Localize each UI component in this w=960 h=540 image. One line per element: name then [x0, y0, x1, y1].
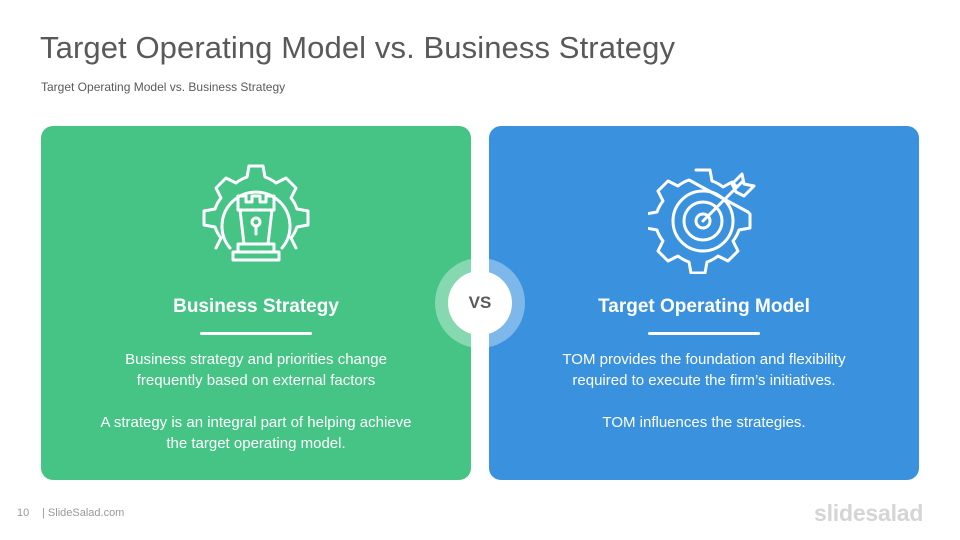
target-operating-model-card: Target Operating Model TOM provides the … [489, 126, 919, 480]
text-line: TOM influences the strategies. [602, 414, 806, 431]
text-line: required to execute the firm’s initiativ… [572, 372, 836, 389]
footer-brand: | SlideSalad.com [42, 507, 125, 519]
business-strategy-card: Business Strategy Business strategy and … [41, 126, 471, 480]
card-paragraph-1: Business strategy and priorities change … [71, 349, 441, 391]
slidesalad-logo: slidesalad [814, 500, 924, 526]
card-paragraph-2: A strategy is an integral part of helpin… [71, 412, 441, 454]
heading-divider [648, 332, 760, 335]
text-line: A strategy is an integral part of helpin… [100, 414, 412, 431]
card-paragraph-1: TOM provides the foundation and flexibil… [519, 349, 889, 391]
heading-divider [200, 332, 312, 335]
text-line: the target operating model. [166, 435, 346, 452]
slide-subtitle: Target Operating Model vs. Business Stra… [41, 80, 286, 94]
text-line: TOM provides the foundation and flexibil… [562, 351, 846, 368]
text-line: Business strategy and priorities change [125, 351, 387, 368]
vs-badge: VS [448, 271, 512, 335]
card-heading: Business Strategy [173, 296, 339, 317]
card-heading: Target Operating Model [598, 296, 810, 317]
chess-rook-gear-icon [202, 164, 310, 262]
card-paragraph-2: TOM influences the strategies. [519, 412, 889, 433]
slide-title: Target Operating Model vs. Business Stra… [40, 30, 676, 65]
page-number: 10 [17, 507, 30, 519]
text-line: frequently based on external factors [136, 372, 376, 389]
gear-target-icon [648, 168, 756, 274]
